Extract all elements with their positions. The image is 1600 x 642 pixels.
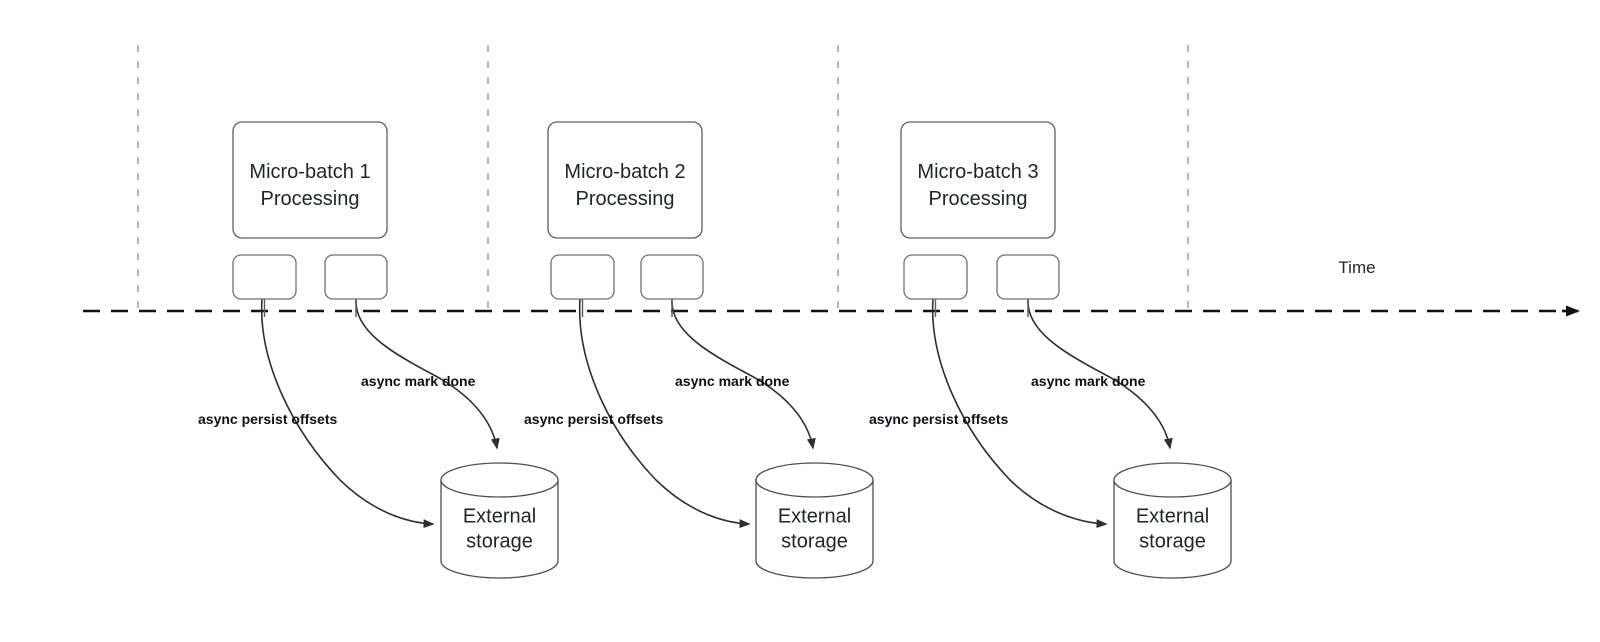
storage-label-line2: storage [466,531,533,553]
label-persist-offsets-1: async persist offsets [198,411,337,427]
micro-batch-label-line2: Processing [929,188,1028,210]
storage-label-line1: External [778,506,851,528]
external-storage-cylinder[interactable]: External storage [1113,462,1232,579]
edge-mark-done-1 [355,298,500,450]
task-small-box-1a[interactable] [232,254,297,300]
external-storage-cylinder[interactable]: External storage [440,462,559,579]
label-mark-done-1: async mark done [361,373,476,389]
micro-batch-box[interactable] [547,121,703,239]
edge-persist-offsets-2 [578,298,751,529]
cylinder-body [1113,479,1232,579]
label-mark-done-3: async mark done [1031,373,1146,389]
task-small-box-3a[interactable] [903,254,968,300]
label-mark-done-2: async mark done [675,373,790,389]
micro-batch-box[interactable] [900,121,1056,239]
cylinder-top-ellipse [440,462,559,498]
micro-batch-groups: Micro-batch 1ProcessingExternalstorageMi… [232,121,1232,579]
storage-label-line2: storage [781,531,848,553]
micro-batch-label-line2: Processing [261,188,360,210]
edge-mark-done-2 [671,298,816,450]
edge-mark-done-3 [1027,298,1173,450]
micro-batch-label-line1: Micro-batch 3 [917,161,1038,183]
label-persist-offsets-2: async persist offsets [524,411,663,427]
storage-label-line1: External [1136,506,1209,528]
task-small-box-3b[interactable] [996,254,1060,300]
task-small-box-1b[interactable] [324,254,388,300]
storage-label-line2: storage [1139,531,1206,553]
time-tick-lines [136,45,1190,311]
task-small-box-2b[interactable] [640,254,704,300]
micro-batch-label-line1: Micro-batch 2 [564,161,685,183]
cylinder-body [755,479,874,579]
time-axis-label: Time [1338,258,1375,277]
edge-labels: async persist offsets async mark done asyn… [198,373,1146,427]
external-storage-cylinder[interactable]: External storage [755,462,874,579]
micro-batch-label-line1: Micro-batch 1 [249,161,370,183]
cylinder-top-ellipse [755,462,874,498]
cylinder-body [440,479,559,579]
cylinder-top-ellipse [1113,462,1232,498]
micro-batch-box[interactable] [232,121,388,239]
edge-persist-offsets-3 [931,298,1108,529]
storage-label-line1: External [463,506,536,528]
edge-persist-offsets-1 [260,298,435,529]
label-persist-offsets-3: async persist offsets [869,411,1008,427]
micro-batch-label-line2: Processing [576,188,675,210]
task-small-box-2a[interactable] [550,254,615,300]
